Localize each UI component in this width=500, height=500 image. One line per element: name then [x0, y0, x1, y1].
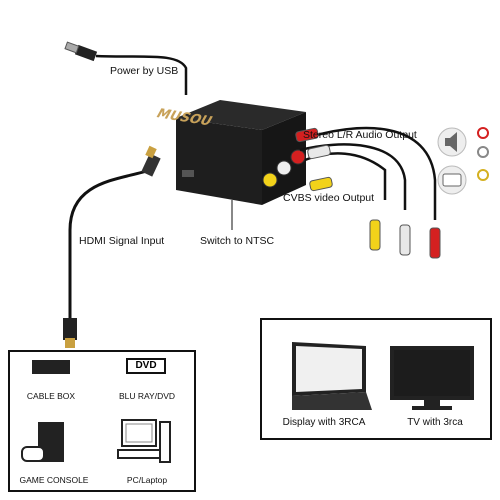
rca-cables	[295, 126, 441, 259]
blu-ray-label: BLU RAY/DVD	[118, 391, 176, 401]
ntsc-label: Switch to NTSC	[200, 235, 275, 247]
source-icons	[21, 419, 171, 463]
speaker-icon	[437, 127, 467, 157]
tv-icon	[437, 165, 467, 195]
pc-laptop-label: PC/Laptop	[126, 475, 168, 485]
hdmi-cable	[63, 145, 161, 348]
game-console-icon	[21, 422, 64, 462]
converter-box: MUSOU	[153, 100, 306, 205]
tv-label: TV with 3rca	[407, 417, 463, 428]
audio-output-label: Stereo L/R Audio Output	[303, 129, 417, 141]
video-output-label: CVBS video Output	[283, 192, 375, 204]
monitor-icon	[292, 342, 372, 410]
dvd-badge: DVD	[126, 358, 166, 374]
display-devices-box: Display with 3RCA TV with 3rca	[260, 318, 492, 440]
pc-laptop-icon	[117, 419, 171, 463]
cable-box-icon	[32, 360, 70, 374]
cable-box-label: CABLE BOX	[26, 391, 76, 401]
tv-set-icon	[390, 346, 474, 410]
display-icons	[292, 342, 474, 410]
power-label: Power by USB	[110, 65, 179, 77]
usb-port	[182, 170, 194, 177]
monitor-label: Display with 3RCA	[282, 417, 366, 428]
usb-cable	[64, 41, 188, 95]
hdmi-input-label: HDMI Signal Input	[79, 235, 165, 247]
source-devices-box: CABLE BOX DVD BLU RAY/DVD GAME CONSOLE P…	[8, 350, 196, 492]
game-console-label: GAME CONSOLE	[19, 475, 89, 485]
